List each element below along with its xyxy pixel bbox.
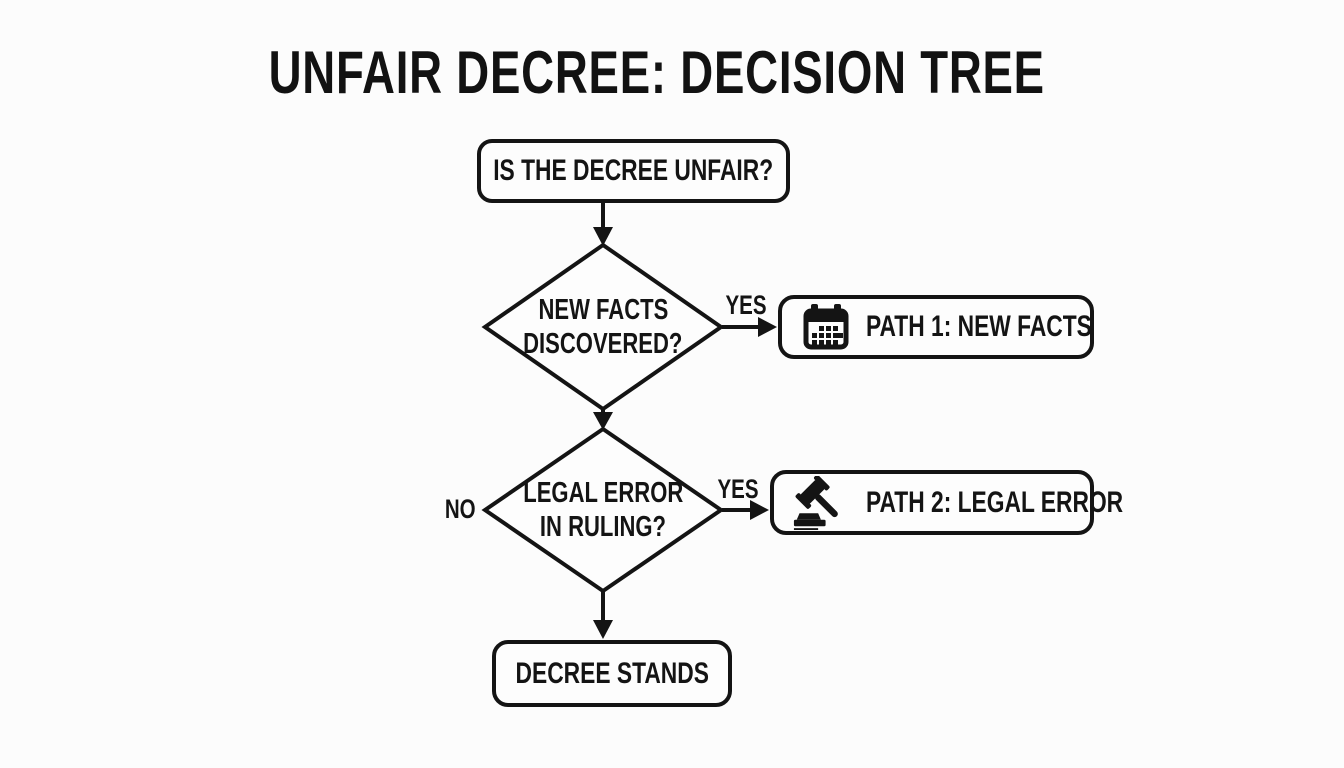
node-start: IS THE DECREE UNFAIR? <box>477 139 790 203</box>
decision1-line2: DISCOVERED? <box>523 328 683 360</box>
edge-label-no-text: NO <box>444 494 476 524</box>
node-end: DECREE STANDS <box>492 640 732 707</box>
node-decision-legal-error: LEGAL ERROR IN RULING? <box>473 475 733 545</box>
decision2-line1: LEGAL ERROR <box>522 477 683 509</box>
page-title: UNFAIR DECREE: DECISION TREE <box>0 38 1314 107</box>
node-path1-label-text: PATH 1: NEW FACTS <box>866 310 1092 343</box>
arrowhead <box>593 227 613 246</box>
arrowhead <box>758 317 777 337</box>
gavel-icon <box>790 475 850 530</box>
edge-label-yes-2: YES <box>708 474 768 505</box>
node-decision-new-facts: NEW FACTS DISCOVERED? <box>473 292 733 362</box>
edge-label-yes-2-text: YES <box>717 474 759 504</box>
node-end-label: DECREE STANDS <box>515 656 709 690</box>
decision-diamond-legal-error <box>481 426 725 594</box>
calendar-icon <box>802 303 850 351</box>
decision-diamond-new-facts <box>481 242 725 412</box>
edge-label-yes-1-text: YES <box>725 290 767 320</box>
decision2-line2: IN RULING? <box>539 511 667 543</box>
arrowhead <box>593 412 613 430</box>
node-path2-legal-error: PATH 2: LEGAL ERROR <box>770 470 1123 535</box>
node-path2-label: PATH 2: LEGAL ERROR <box>866 486 1204 520</box>
node-start-label: IS THE DECREE UNFAIR? <box>493 154 774 187</box>
node-path2-label-text: PATH 2: LEGAL ERROR <box>866 485 1124 519</box>
edge-label-yes-1: YES <box>716 290 776 321</box>
node-path1-label: PATH 1: NEW FACTS <box>866 310 1163 344</box>
page-title-text: UNFAIR DECREE: DECISION TREE <box>268 39 1046 106</box>
decision1-line1: NEW FACTS <box>538 294 668 326</box>
arrowhead <box>750 500 769 520</box>
edge-label-no: NO <box>434 494 486 525</box>
node-path1-new-facts: PATH 1: NEW FACTS <box>778 295 1094 359</box>
arrowhead <box>593 620 613 639</box>
